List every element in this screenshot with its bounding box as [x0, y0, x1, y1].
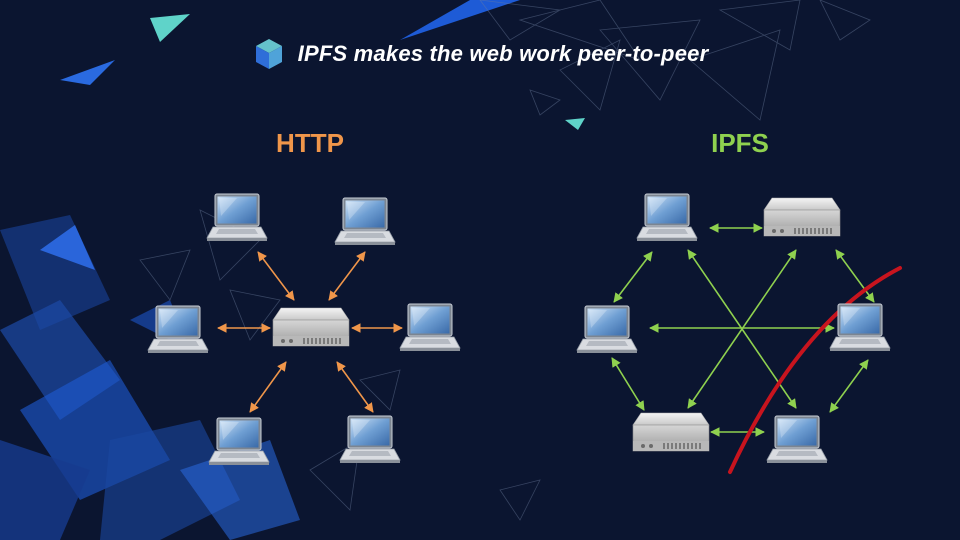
- ipfs-peer-laptop-icon: [576, 305, 638, 353]
- http-label: HTTP: [276, 128, 344, 158]
- http-client-laptop-icon: [339, 415, 401, 463]
- bg-shape: [60, 60, 115, 85]
- http-client-laptop-icon: [147, 305, 209, 353]
- network-partition-line: [728, 266, 902, 474]
- http-arrow: [336, 361, 374, 413]
- http-client-laptop-icon: [334, 197, 396, 245]
- ipfs-cube-icon: [255, 39, 282, 69]
- bg-shape: [0, 440, 90, 540]
- ipfs-arrow: [687, 249, 797, 409]
- ipfs-peer-laptop-icon: [636, 193, 698, 241]
- ipfs-server-icon: [763, 197, 841, 237]
- http-client-laptop-icon: [399, 303, 461, 351]
- ipfs-connections: [611, 223, 875, 437]
- background-decoration: [0, 0, 871, 540]
- http-server-icon: [272, 307, 350, 347]
- http-connections: [217, 251, 403, 413]
- page-title: IPFS makes the web work peer-to-peer: [297, 41, 709, 66]
- ipfs-peer-laptop-icon: [829, 303, 891, 351]
- bg-shape: [40, 225, 95, 270]
- http-client-laptop-icon: [208, 417, 270, 465]
- bg-shape: [100, 420, 240, 540]
- ipfs-label: IPFS: [711, 128, 769, 158]
- http-client-laptop-icon: [206, 193, 268, 241]
- http-arrow: [249, 361, 287, 413]
- ipfs-peer-laptop-icon: [766, 415, 828, 463]
- ipfs-arrow: [611, 357, 645, 411]
- http-arrow: [257, 251, 295, 301]
- ipfs-server-icon: [632, 412, 710, 452]
- banner: IPFS makes the web work peer-to-peer: [0, 36, 960, 72]
- ipfs-arrow: [613, 251, 653, 303]
- bg-shape: [150, 14, 190, 42]
- bg-shape: [565, 118, 585, 130]
- bg-shape: [400, 0, 520, 40]
- ipfs-arrow: [829, 359, 869, 413]
- ipfs-arrow: [835, 249, 875, 303]
- http-arrow: [328, 251, 366, 301]
